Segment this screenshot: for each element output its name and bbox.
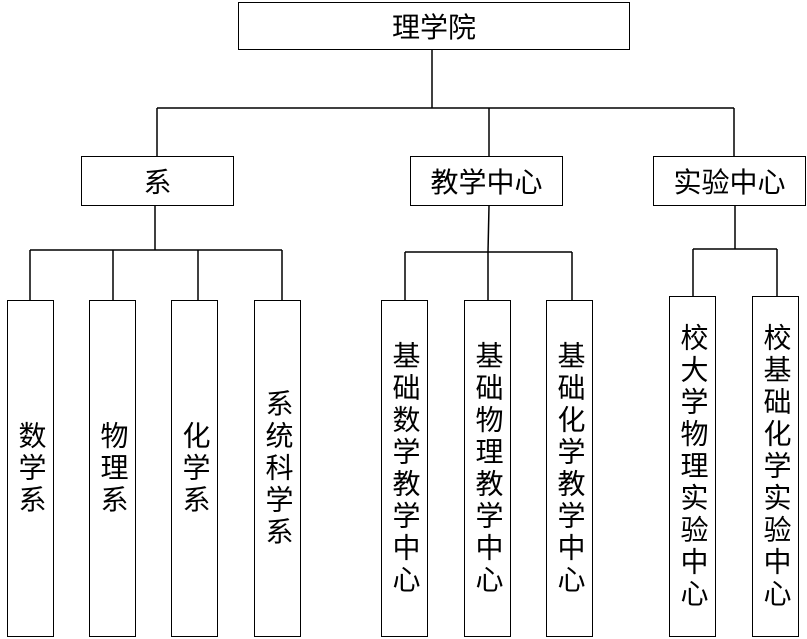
leaf-node-systems-science-dept: 系统科学系 xyxy=(254,300,301,637)
group-node-departments: 系 xyxy=(81,156,234,206)
root-node: 理学院 xyxy=(238,2,630,50)
leaf-node-label: 系统科学系 xyxy=(261,388,295,549)
leaf-node-label: 基础化学教学中心 xyxy=(553,340,587,597)
leaf-node-chemistry-dept: 化学系 xyxy=(171,300,218,637)
leaf-node-physics-teaching-center: 基础物理教学中心 xyxy=(464,300,511,637)
leaf-node-label: 物理系 xyxy=(96,420,130,517)
group-node-label: 系 xyxy=(143,166,172,199)
root-node-label: 理学院 xyxy=(391,11,476,44)
leaf-node-label: 校基础化学实验中心 xyxy=(759,322,793,611)
leaf-node-chemistry-lab-center: 校基础化学实验中心 xyxy=(752,296,799,637)
leaf-node-label: 校大学物理实验中心 xyxy=(676,322,710,611)
leaf-node-physics-dept: 物理系 xyxy=(89,300,136,637)
leaf-node-label: 化学系 xyxy=(178,420,212,517)
leaf-node-physics-lab-center: 校大学物理实验中心 xyxy=(669,296,716,637)
leaf-node-math-dept: 数学系 xyxy=(7,300,54,637)
leaf-node-label: 数学系 xyxy=(14,420,48,517)
group-node-teaching-centers: 教学中心 xyxy=(410,156,563,206)
leaf-node-math-teaching-center: 基础数学教学中心 xyxy=(381,300,428,637)
group-node-label: 实验中心 xyxy=(673,166,786,199)
leaf-node-chemistry-teaching-center: 基础化学教学中心 xyxy=(546,300,593,637)
connector-teach-trunk xyxy=(487,205,490,253)
leaf-node-label: 基础物理教学中心 xyxy=(471,340,505,597)
leaf-node-label: 基础数学教学中心 xyxy=(388,340,422,597)
group-node-lab-centers: 实验中心 xyxy=(653,156,806,206)
group-node-label: 教学中心 xyxy=(430,166,543,199)
